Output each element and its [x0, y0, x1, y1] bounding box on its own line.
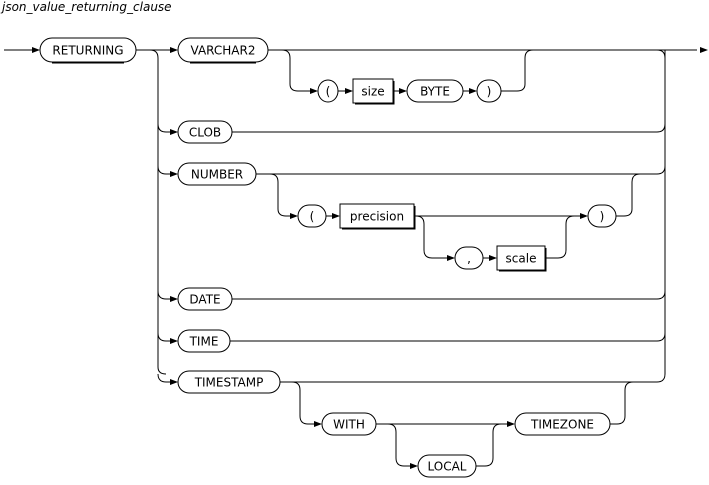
terminal-open-paren-2: ( [297, 204, 327, 228]
nonterminal-scale-label: scale [506, 252, 537, 266]
open-paren-label: ( [326, 85, 331, 99]
terminal-local-label: LOCAL [428, 460, 467, 474]
terminal-local: LOCAL [417, 454, 477, 478]
nonterminal-size-label: size [361, 85, 384, 99]
connector-lines [4, 49, 697, 467]
comma-label: , [467, 252, 471, 266]
terminal-comma: , [454, 246, 484, 270]
terminal-returning-label: RETURNING [52, 44, 123, 58]
close-paren-label: ) [487, 85, 492, 99]
nonterminal-precision-label: precision [350, 210, 404, 224]
nonterminal-precision: precision [339, 203, 416, 230]
terminal-timestamp: TIMESTAMP [177, 370, 281, 394]
terminal-byte: BYTE [406, 79, 464, 103]
close-paren-label: ) [600, 210, 605, 224]
terminal-returning: RETURNING [39, 37, 137, 64]
terminal-with-label: WITH [333, 418, 365, 432]
terminal-time-label: TIME [189, 335, 219, 349]
terminal-varchar2: VARCHAR2 [177, 37, 269, 64]
terminal-open-paren-1: ( [317, 79, 339, 103]
terminal-date-label: DATE [189, 293, 220, 307]
terminal-date: DATE [177, 287, 233, 311]
terminal-time: TIME [177, 329, 231, 353]
nonterminal-size: size [352, 78, 395, 105]
terminal-clob: CLOB [177, 120, 233, 144]
terminal-close-paren-2: ) [587, 204, 617, 228]
terminal-timezone: TIMEZONE [514, 412, 611, 436]
terminal-timestamp-label: TIMESTAMP [194, 376, 264, 390]
terminal-close-paren-1: ) [476, 79, 502, 103]
terminal-varchar2-label: VARCHAR2 [191, 44, 256, 58]
arrowheads [32, 47, 708, 469]
terminal-with: WITH [321, 412, 377, 436]
open-paren-label: ( [310, 210, 315, 224]
terminal-clob-label: CLOB [189, 126, 221, 140]
diagram-title: json_value_returning_clause [2, 0, 172, 14]
terminal-byte-label: BYTE [420, 85, 450, 99]
terminal-number-label: NUMBER [191, 168, 243, 182]
nonterminal-scale: scale [496, 245, 547, 272]
terminal-timezone-label: TIMEZONE [530, 418, 594, 432]
terminal-number: NUMBER [177, 162, 257, 186]
